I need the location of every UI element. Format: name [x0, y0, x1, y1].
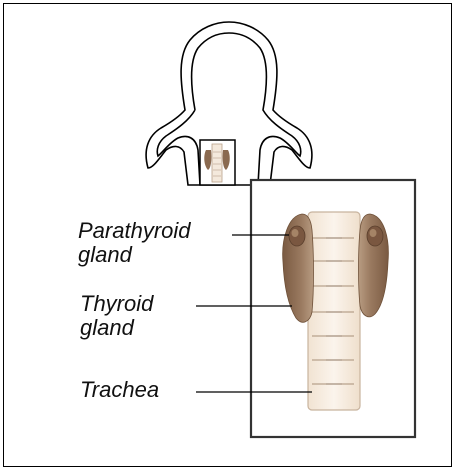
zoom-panel	[251, 180, 415, 437]
trachea-tube	[308, 212, 360, 410]
thyroid-gland-label: Thyroid gland	[80, 292, 153, 340]
parathyroid-right-highlight	[370, 229, 377, 237]
trachea	[308, 212, 360, 410]
inset-locator	[200, 140, 235, 185]
parathyroid-gland-label: Parathyroid gland	[78, 219, 191, 267]
trachea-label: Trachea	[80, 378, 159, 402]
parathyroid-left-highlight	[292, 229, 299, 237]
